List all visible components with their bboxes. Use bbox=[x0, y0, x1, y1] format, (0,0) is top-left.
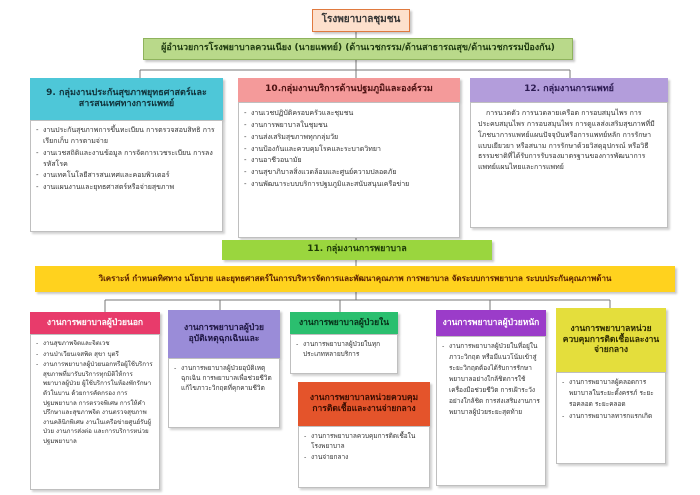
list-item: งานการพยาบาลทารกแรกเกิด bbox=[562, 411, 660, 422]
unit-infection-list: งานการพยาบาลควบคุมการติดเชื้อในโรงพยาบาล… bbox=[298, 426, 430, 488]
unit-inpatient-header: งานการพยาบาลผู้ป่วยใน bbox=[290, 312, 398, 334]
list-item: งานการพยาบาลผู้ป่วยในที่อยู่ในภาวะวิกฤต … bbox=[442, 341, 540, 418]
list-item: งานการพยาบาลผู้ป่วยนอกหรือผู้ใช้บริการสุ… bbox=[36, 360, 154, 446]
list-item: งานอาชีวอนามัย bbox=[244, 155, 454, 166]
list-item: งานการพยาบาลผู้ป่วยในทุกประเภทหลายบริการ bbox=[296, 339, 392, 359]
list-item: งานแผนงานและยุทธศาสตร์หรือจ่ายสุขภาพ bbox=[36, 182, 217, 193]
unit-inpatient-list: งานการพยาบาลผู้ป่วยในทุกประเภทหลายบริการ bbox=[290, 334, 398, 374]
list-item: งานประกันสุขภาพการขึ้นทะเบียน การตรวจสอบ… bbox=[36, 125, 217, 147]
list-item: งานป่าเวียนเจสพิต สุขา บุตรี bbox=[36, 350, 154, 360]
list-item: งานการพยาบาลควบคุมการติดเชื้อในโรงพยาบาล bbox=[304, 431, 424, 451]
list-item: งานการพยาบาลผู้ป่วยอุบัติเหตุฉุกเฉิน การ… bbox=[174, 363, 274, 393]
list-item: งานเวชปฏิบัติครอบครัวและชุมชน bbox=[244, 108, 454, 119]
list-item: งานสุขภาพจิตและจิตเวช bbox=[36, 339, 154, 349]
group-9-header: 9. กลุ่มงานประกันสุขภาพยุทธศาสตร์และสารส… bbox=[30, 78, 223, 120]
list-item: งานสุขาภิบาลสิ่งแวดล้อมและศูนย์ความปลอดภ… bbox=[244, 167, 454, 178]
list-item: งานพัฒนาระบบบริการปฐมภูมิและสนับสนุนเครื… bbox=[244, 179, 454, 190]
list-item: งานจ่ายกลาง bbox=[304, 452, 424, 462]
nursing-mission: วิเคราะห์ กำหนดทิศทาง นโยบาย และยุทธศาสต… bbox=[35, 266, 675, 292]
unit-icu-header: งานการพยาบาลผู้ป่วยหนัก bbox=[436, 310, 546, 336]
unit-infection-header: งานการพยาบาลหน่วยควบคุมการติดเชื้อและงาน… bbox=[298, 382, 430, 426]
unit-outpatient-list: งานสุขภาพจิตและจิตเวช งานป่าเวียนเจสพิต … bbox=[30, 334, 160, 490]
list-item: งานป้องกันและควบคุมโรคและระบาดวิทยา bbox=[244, 144, 454, 155]
root-title: โรงพยาบาลชุมชน bbox=[312, 9, 410, 32]
group-9-list: งานประกันสุขภาพการขึ้นทะเบียน การตรวจสอบ… bbox=[30, 120, 223, 232]
unit-emergency-header: งานการพยาบาลผู้ป่วยอุบัติเหตุฉุกเฉินและ bbox=[168, 310, 280, 358]
group-10-header: 10.กลุ่มงานบริการด้านปฐมภูมิและองค์รวม bbox=[238, 78, 460, 102]
unit-emergency-list: งานการพยาบาลผู้ป่วยอุบัติเหตุฉุกเฉิน การ… bbox=[168, 358, 280, 428]
list-item: งานการพยาบาลในชุมชน bbox=[244, 120, 454, 131]
director-title: ผู้อำนวยการโรงพยาบาลควนเนียง (นายแพทย์) … bbox=[143, 38, 573, 60]
unit-icu-list: งานการพยาบาลผู้ป่วยในที่อยู่ในภาวะวิกฤต … bbox=[436, 336, 546, 486]
list-item: งานส่งเสริมสุขภาพทุกกลุ่มวัย bbox=[244, 132, 454, 143]
group-12-header: 12. กลุ่มงานการแพทย์ bbox=[470, 78, 668, 102]
list-item: งานการพยาบาลผู้คลอดการพยาบาลในระยะตั้งคร… bbox=[562, 377, 660, 410]
unit-delivery-list: งานการพยาบาลผู้คลอดการพยาบาลในระยะตั้งคร… bbox=[556, 372, 666, 464]
group-12-text: การนวดตัว การนวดลายเครือต การอบสมุนไพร ก… bbox=[470, 102, 668, 228]
list-item: งานเทคโนโลยีสารสนเทศและคอมพิวเตอร์ bbox=[36, 170, 217, 181]
nursing-group-header: 11. กลุ่มงานการพยาบาล bbox=[222, 240, 492, 260]
unit-delivery-header: งานการพยาบาลหน่วยควบคุมการติดเชื้อและงาน… bbox=[556, 308, 666, 372]
group-12-description: การนวดตัว การนวดลายเครือต การอบสมุนไพร ก… bbox=[478, 109, 655, 172]
unit-outpatient-header: งานการพยาบาลผู้ป่วยนอก bbox=[30, 312, 160, 334]
list-item: งานเวชสถิติและงานข้อมูล การจัดการเวชระเบ… bbox=[36, 148, 217, 170]
group-10-list: งานเวชปฏิบัติครอบครัวและชุมชน งานการพยาบ… bbox=[238, 102, 460, 238]
